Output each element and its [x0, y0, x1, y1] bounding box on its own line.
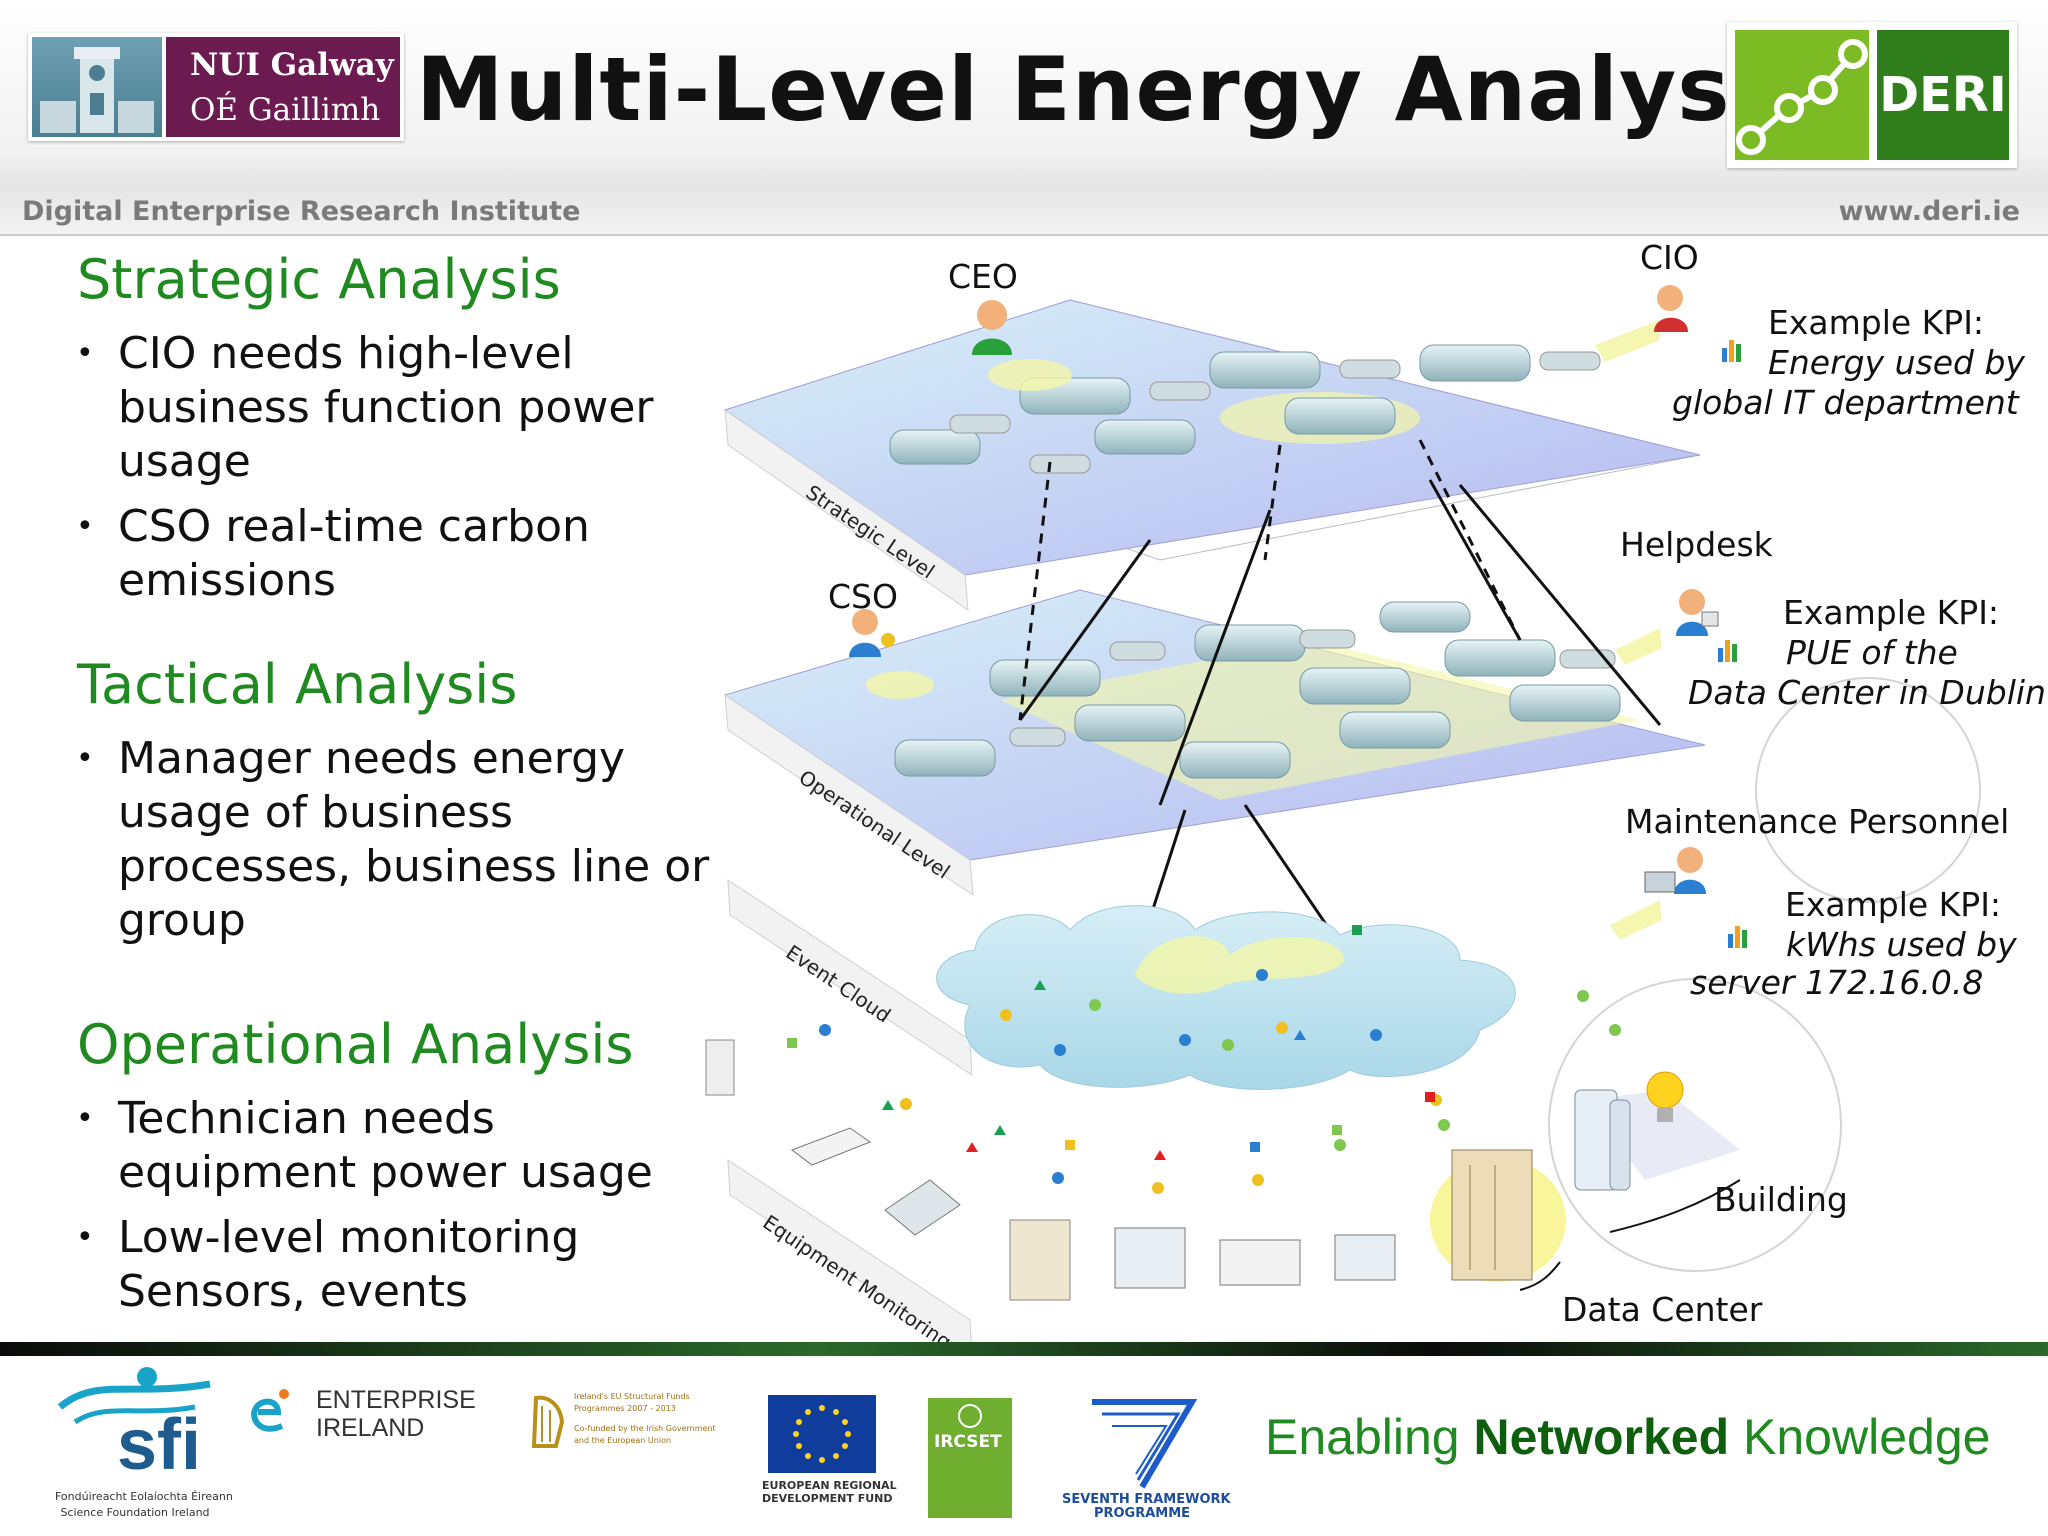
kpi-chart-icon — [1718, 640, 1737, 662]
sfi-sub1: Fondúireacht Eolaíochta Éireann — [55, 1490, 233, 1503]
page-title: Multi-Level Energy Analysis — [416, 38, 1816, 141]
building-brace — [1609, 1179, 1741, 1233]
strategic-process-boxes — [889, 344, 1601, 474]
kpi-circle — [1755, 677, 1981, 903]
operational-level-plane — [723, 589, 1706, 896]
level-connectors — [1018, 439, 1662, 981]
helpdesk-icon — [1615, 589, 1719, 665]
deri-network-graphic — [1735, 30, 1869, 160]
tactical-bullet-1: •Manager needs energy usage of business … — [76, 733, 710, 946]
harp-line4: and the European Union — [574, 1436, 672, 1445]
kpi-2-line1: PUE of the — [1786, 633, 1958, 672]
enterprise-ireland-e-icon — [251, 1389, 289, 1432]
fp7-line2: PROGRAMME — [1093, 1506, 1191, 1521]
strategic-bullet-2: •CSO real-time carbon emissions — [76, 501, 590, 606]
fp7-logo: SEVENTH FRAMEWORK PROGRAMME — [1062, 1392, 1231, 1522]
ceo-label: CEO — [948, 257, 1018, 296]
sfi-wordmark: sfi — [117, 1405, 202, 1485]
institute-name: Digital Enterprise Research Institute — [22, 196, 581, 227]
nui-galway-wordmark: NUI Galway OÉ Gaillimh — [166, 37, 400, 137]
deri-url[interactable]: www.deri.ie — [1838, 196, 2020, 227]
cio-icon — [1595, 285, 1688, 362]
maintenance-label: Maintenance Personnel — [1625, 802, 2010, 841]
harp-line3: Co-funded by the Irish Government — [574, 1424, 716, 1433]
ircset-emblem-icon — [958, 1404, 982, 1428]
operational-bullet-2: •Low-level monitoring Sensors, events — [76, 1212, 580, 1317]
ceo-icon — [972, 300, 1072, 391]
bullet-text: Low-level monitoring Sensors, events — [118, 1212, 580, 1317]
kpi-3-title: Example KPI: — [1785, 885, 2002, 924]
event-cloud — [936, 905, 1516, 1090]
cio-label: CIO — [1640, 238, 1699, 277]
kpi-2-line2: Data Center in Dublin — [1688, 673, 2046, 712]
strategic-bullet-1: •CIO needs high-level business function … — [76, 328, 654, 487]
sfi-swirl-icon — [57, 1367, 211, 1425]
enterprise-ireland-logo: ENTERPRISE IRELAND — [248, 1378, 476, 1458]
kpi-3-line2: server 172.16.0.8 — [1690, 963, 1984, 1002]
tagline-bold: Networked — [1473, 1409, 1730, 1465]
tagline: Enabling Networked Knowledge — [1265, 1408, 1990, 1466]
eu-flag-icon — [768, 1395, 876, 1473]
structural-funds-logo: Ireland's EU Structural Funds Programmes… — [528, 1388, 718, 1468]
bullet-text: Manager needs energy usage of business p… — [118, 733, 710, 946]
kpi-chart-icon — [1722, 340, 1741, 362]
bullet-text: Technician needs equipment power usage — [118, 1093, 653, 1198]
sfi-logo: sfi Fondúireacht Eolaíochta Éireann Scie… — [55, 1362, 233, 1522]
footer-divider — [0, 1342, 2048, 1356]
kpi-1-title: Example KPI: — [1768, 303, 1985, 342]
kpi-2-title: Example KPI: — [1783, 593, 2000, 632]
cso-label: CSO — [828, 577, 898, 616]
university-tower-image — [32, 37, 162, 137]
harp-line1: Ireland's EU Structural Funds — [574, 1392, 690, 1401]
kpi-chart-icon — [1728, 926, 1747, 948]
event-cloud-band — [727, 879, 973, 1076]
data-center-label: Data Center — [1562, 1290, 1763, 1329]
ircset-logo: IRCSET — [928, 1398, 1012, 1518]
building-label: Building — [1714, 1180, 1848, 1219]
fp7-line1: SEVENTH FRAMEWORK — [1062, 1492, 1231, 1507]
equipment-devices — [705, 1039, 1396, 1301]
sfi-sub2: Science Foundation Ireland — [60, 1506, 210, 1519]
strategic-heading: Strategic Analysis — [77, 248, 561, 311]
erdf-line2: DEVELOPMENT FUND — [762, 1492, 893, 1505]
bullet-text: CIO needs high-level business function p… — [118, 328, 654, 487]
kpi-1-line1: Energy used by — [1768, 343, 2025, 382]
building-illustration — [1548, 978, 1842, 1272]
institute-bar: Digital Enterprise Research Institute ww… — [0, 190, 2048, 236]
ei-line1: ENTERPRISE — [316, 1386, 476, 1414]
erdf-line1: EUROPEAN REGIONAL — [762, 1479, 897, 1492]
ircset-wordmark: IRCSET — [934, 1432, 1002, 1452]
tagline-pre: Enabling — [1265, 1409, 1474, 1465]
harp-icon — [531, 1395, 565, 1448]
data-center-illustration — [1430, 1149, 1566, 1282]
kpi-3-line1: kWhs used by — [1786, 925, 2017, 964]
nui-line1: NUI Galway — [190, 47, 394, 83]
operational-bullet-1: •Technician needs equipment power usage — [76, 1093, 653, 1198]
fp7-seven-icon — [1092, 1399, 1198, 1489]
data-center-brace — [1519, 1261, 1561, 1291]
bullet-text: CSO real-time carbon emissions — [118, 501, 590, 606]
strategic-level-plane — [723, 299, 1701, 612]
harp-line2: Programmes 2007 - 2013 — [574, 1404, 676, 1413]
nui-galway-logo: NUI Galway OÉ Gaillimh — [28, 33, 404, 141]
helpdesk-label: Helpdesk — [1620, 525, 1773, 564]
erdf-logo: EUROPEAN REGIONAL DEVELOPMENT FUND — [762, 1395, 897, 1505]
tagline-post: Knowledge — [1729, 1409, 1991, 1465]
deri-logo: DERI — [1727, 22, 2017, 168]
operational-process-boxes — [894, 601, 1621, 779]
operational-heading: Operational Analysis — [77, 1013, 634, 1076]
event-particles — [787, 925, 1621, 1194]
kpi-1-line2: global IT department — [1672, 383, 2019, 422]
cso-icon — [849, 609, 934, 699]
deri-wordmark: DERI — [1877, 30, 2009, 160]
maintenance-icon — [1610, 847, 1706, 940]
tactical-heading: Tactical Analysis — [77, 653, 518, 716]
ei-line2: IRELAND — [316, 1414, 425, 1442]
nui-line2: OÉ Gaillimh — [190, 92, 381, 128]
